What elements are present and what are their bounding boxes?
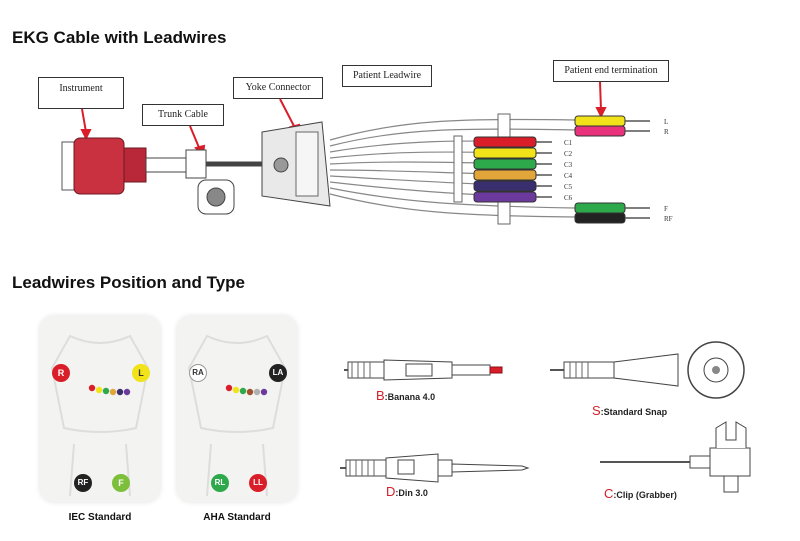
lead-connectors (473, 115, 626, 224)
iec-marker-r: R (52, 364, 70, 382)
lead-connector-rf (574, 212, 626, 224)
lead-label-c5: C5 (564, 183, 573, 191)
section-title-leadwires-position: Leadwires Position and Type (12, 273, 246, 292)
ekg-cable-diagram: L R C1 C2 C3 C4 C5 C6 F RF (61, 81, 673, 225)
lead-connector-c1 (473, 136, 537, 148)
lead-label-r: R (664, 128, 669, 136)
iec-marker-l: L (132, 364, 150, 382)
connector-letter-s: S (592, 403, 601, 418)
iec-standard-caption: IEC Standard (68, 512, 132, 523)
connector-din-drawing (340, 453, 530, 483)
aha-torso-outline (187, 334, 287, 497)
lead-label-c6: C6 (564, 194, 573, 202)
connector-snap-drawing (550, 341, 745, 399)
trunk-cable (145, 149, 262, 215)
instrument-plug (61, 137, 147, 195)
aha-marker-rl: RL (211, 474, 229, 492)
lead-label-c2: C2 (564, 150, 573, 158)
callout-patient-end-termination: Patient end termination (553, 60, 669, 82)
iec-marker-rf: RF (74, 474, 92, 492)
aha-standard-caption: AHA Standard (203, 512, 271, 523)
connector-letter-d: D (386, 484, 396, 499)
aha-marker-ra: RA (189, 364, 207, 382)
connector-banana-drawing (344, 359, 503, 381)
lead-connector-c4 (473, 169, 537, 181)
lead-connector-c5 (473, 180, 537, 192)
aha-chest-electrodes (225, 384, 268, 396)
connector-label-clip: C:Clip (Grabber) (604, 486, 677, 501)
connector-label-snap: S:Standard Snap (592, 403, 667, 418)
iec-torso-outline (50, 334, 150, 497)
connector-name-snap: :Standard Snap (600, 407, 668, 417)
lead-label-c1: C1 (564, 139, 573, 147)
lead-connector-c3 (473, 158, 537, 170)
lead-label-c3: C3 (564, 161, 573, 169)
lead-connector-l (574, 115, 626, 127)
connector-letter-b: B (376, 388, 385, 403)
iec-marker-f: F (112, 474, 130, 492)
connector-name-clip: :Clip (Grabber) (613, 490, 677, 500)
iec-chest-electrodes (88, 384, 131, 396)
connector-name-banana: :Banana 4.0 (384, 392, 436, 402)
lead-label-l: L (664, 118, 668, 126)
yoke-connector (261, 121, 331, 207)
connector-label-din: D:Din 3.0 (386, 484, 428, 499)
aha-standard-card: RA LA RL LL (177, 316, 297, 502)
lead-connector-c6 (473, 191, 537, 203)
lead-connector-c2 (473, 147, 537, 159)
callout-patient-leadwire: Patient Leadwire (342, 65, 432, 87)
callout-trunk-cable: Trunk Cable (142, 104, 224, 126)
section-title-ekg-cable: EKG Cable with Leadwires (12, 28, 227, 47)
lead-label-rf: RF (664, 215, 673, 223)
connector-letter-c: C (604, 486, 614, 501)
connector-name-din: :Din 3.0 (395, 488, 428, 498)
lead-label-c4: C4 (564, 172, 573, 180)
leadwire-bundle (329, 118, 576, 218)
callout-yoke-connector: Yoke Connector (233, 77, 323, 99)
callout-instrument: Instrument (38, 77, 124, 109)
aha-marker-la: LA (269, 364, 287, 382)
connector-label-banana: B:Banana 4.0 (376, 388, 435, 403)
connector-clip-drawing (600, 421, 751, 493)
lead-connector-f (574, 202, 626, 214)
lead-connector-r (574, 125, 626, 137)
aha-marker-ll: LL (249, 474, 267, 492)
iec-standard-card: R L RF F (40, 316, 160, 502)
lead-label-f: F (664, 205, 668, 213)
